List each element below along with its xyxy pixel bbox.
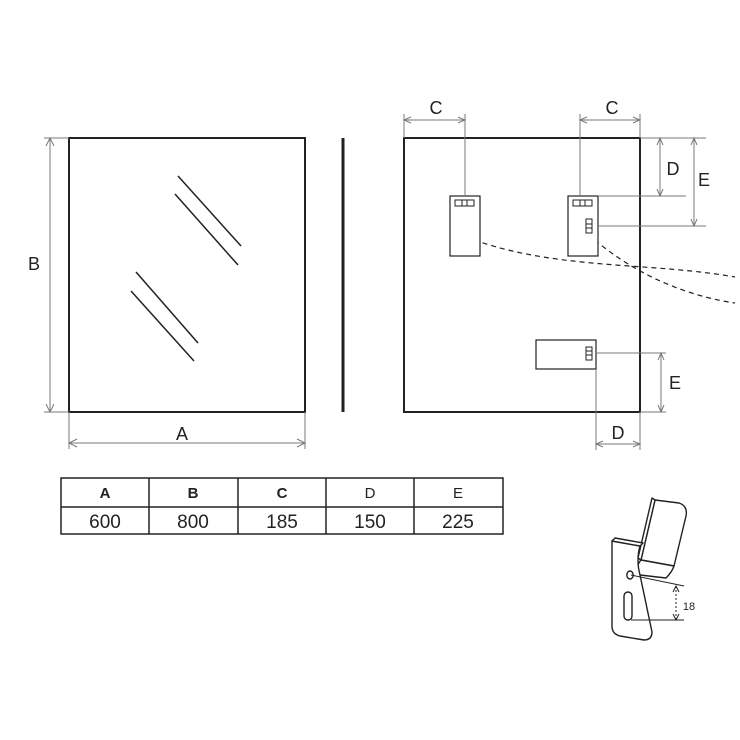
table-value-c: 185 xyxy=(266,512,298,533)
label-e-top: E xyxy=(698,170,710,190)
bracket-18-dimension xyxy=(630,574,685,622)
power-box xyxy=(535,339,597,370)
table-value-d: 150 xyxy=(354,512,386,533)
bracket-right xyxy=(567,195,599,257)
table-value-a: 600 xyxy=(89,512,121,533)
dimension-b xyxy=(44,136,69,414)
label-c-right: C xyxy=(606,98,619,118)
label-c-left: C xyxy=(430,98,443,118)
mirror-back-view: C C D E E D xyxy=(402,98,736,450)
table-value-b: 800 xyxy=(177,512,209,533)
table-header-c: C xyxy=(277,485,288,502)
mirror-front-outline xyxy=(68,137,306,413)
label-a: A xyxy=(176,424,188,444)
table-header-e: E xyxy=(453,485,463,502)
table-header-d: D xyxy=(365,485,376,502)
table-header-a: A xyxy=(100,485,111,502)
label-b: B xyxy=(28,254,40,274)
wall-bracket-detail xyxy=(611,497,688,641)
back-dimension-lines xyxy=(402,114,706,450)
mirror-back-outline xyxy=(403,137,641,413)
dimension-a xyxy=(67,412,307,449)
dimension-table: A B C D E 600 800 185 150 225 xyxy=(60,477,504,535)
label-d-top: D xyxy=(667,159,680,179)
label-18: 18 xyxy=(683,601,695,613)
bracket-left xyxy=(449,195,481,257)
label-e-bottom: E xyxy=(669,373,681,393)
glass-reflection-lines xyxy=(130,175,242,362)
cable-lower xyxy=(594,239,736,304)
label-d-bottom: D xyxy=(612,423,625,443)
mirror-front-view: B A xyxy=(28,136,307,449)
cable-upper xyxy=(473,239,736,278)
table-header-b: B xyxy=(188,485,199,502)
table-value-e: 225 xyxy=(442,512,474,533)
